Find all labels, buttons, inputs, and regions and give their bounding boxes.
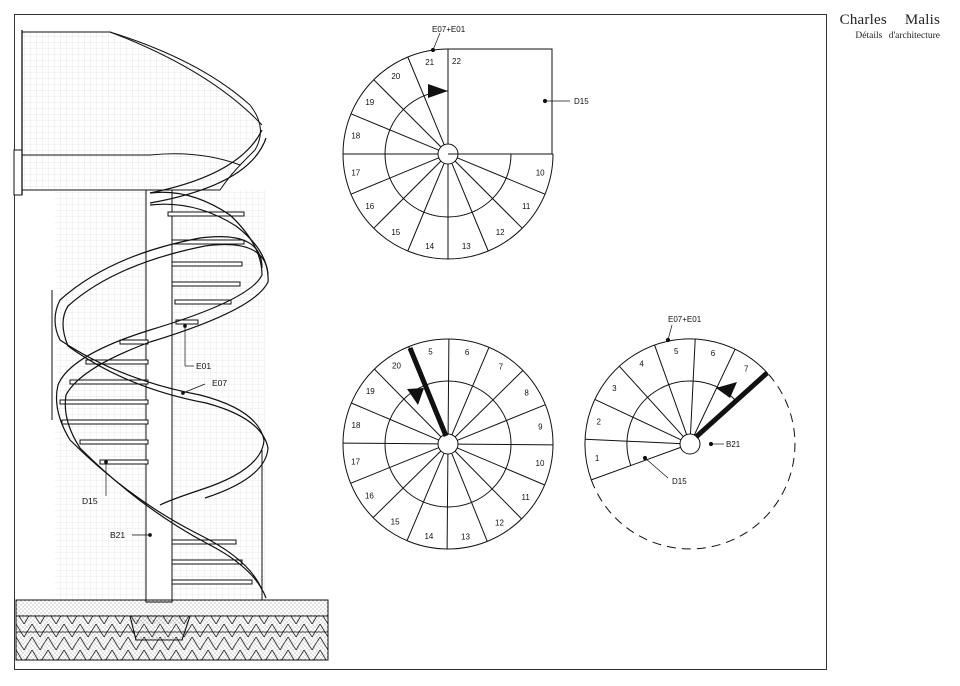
tread-line (690, 339, 696, 435)
label-b21: B21 (110, 530, 125, 540)
tread-line (350, 113, 439, 151)
step-number: 11 (522, 202, 531, 211)
plan-top-tag: E07+E01 (432, 25, 466, 34)
tread-line (350, 447, 439, 484)
label-d15: D15 (82, 496, 98, 506)
plan-bottom-tread-label: D15 (672, 477, 687, 486)
author-name: Charles Malis (839, 12, 940, 28)
step-number: 20 (392, 361, 401, 370)
tread-line (457, 404, 546, 441)
tread-line (457, 157, 546, 195)
step-number: 15 (391, 518, 400, 527)
step-number: 18 (351, 132, 360, 141)
tread-line (406, 453, 445, 541)
step-number: 3 (612, 384, 617, 393)
tread-line (457, 443, 554, 446)
tread-line (693, 348, 736, 436)
step-number: 8 (524, 389, 529, 398)
step-number: 7 (744, 365, 749, 374)
tread-line (454, 160, 523, 229)
step-number: 21 (425, 58, 434, 67)
plan-top (342, 32, 570, 260)
step-number: 19 (365, 98, 374, 107)
tread-line (451, 453, 488, 542)
plan-top-landing-label: D15 (574, 97, 589, 106)
step-number: 14 (424, 532, 433, 541)
step-number: 5 (428, 348, 433, 357)
tread-line (374, 368, 442, 438)
step-number: 11 (522, 493, 531, 502)
step-number: 6 (711, 349, 716, 358)
step-number: 17 (351, 458, 360, 467)
step-number: 2 (596, 418, 601, 427)
step-number: 12 (495, 519, 504, 528)
tread-line (407, 163, 445, 252)
label-e01: E01 (196, 361, 211, 371)
tread-line (373, 160, 442, 229)
plan-bottom (584, 324, 796, 550)
plan-bottom-tag: E07+E01 (668, 315, 702, 324)
tread-line (447, 338, 450, 435)
staircase-elevation (13, 30, 329, 661)
step-number: 20 (391, 72, 400, 81)
tread-line (594, 398, 682, 441)
step-number: 17 (351, 168, 360, 177)
step-number: 19 (366, 387, 375, 396)
step-number: 10 (536, 459, 545, 468)
tread-line (619, 365, 684, 437)
plan-top-landing-number: 22 (452, 57, 461, 66)
step-number: 1 (595, 454, 600, 463)
step-number: 18 (352, 421, 361, 430)
tread-line (372, 450, 442, 518)
tread-line (350, 157, 439, 195)
step-number: 16 (365, 202, 374, 211)
step-number: 9 (538, 423, 543, 432)
plan-middle (342, 338, 554, 550)
tread-line (407, 56, 445, 145)
tread-line (654, 345, 688, 435)
tread-line (373, 79, 442, 148)
step-number: 14 (425, 242, 434, 251)
step-number: 15 (391, 228, 400, 237)
plan-middle-step-numbers: 5 6 7 8 9 10 11 12 13 14 15 16 17 18 19 20 (351, 348, 545, 542)
tread-line (351, 402, 439, 441)
plan-top-step-numbers: 10 11 12 13 14 15 16 17 18 19 20 21 (351, 58, 545, 251)
tread-line (446, 453, 449, 550)
step-number: 13 (462, 242, 471, 251)
tread-line (457, 447, 545, 486)
tread-line (451, 163, 489, 252)
plan-bottom-post-label: B21 (726, 440, 741, 449)
title-block: Charles Malis Détails d'architecture (840, 12, 940, 41)
step-number: 10 (536, 168, 545, 177)
step-number: 5 (674, 347, 679, 356)
tread-line (585, 438, 681, 445)
step-number: 12 (496, 228, 505, 237)
tread-line (342, 442, 439, 445)
tread-line (454, 450, 522, 520)
sheet-border (14, 14, 827, 670)
step-number: 7 (499, 362, 504, 371)
step-number: 16 (365, 492, 374, 501)
tread-line (591, 446, 681, 481)
plan-bottom-step-numbers: 1 2 3 4 5 6 7 (595, 347, 749, 463)
label-e07: E07 (212, 378, 227, 388)
step-number: 13 (461, 532, 470, 541)
step-number: 4 (639, 359, 644, 368)
step-number: 6 (465, 348, 470, 357)
tread-line (451, 347, 490, 435)
sheet-subtitle: Détails d'architecture (855, 31, 940, 41)
tread-line (454, 370, 524, 438)
elevation-callouts (104, 324, 206, 537)
